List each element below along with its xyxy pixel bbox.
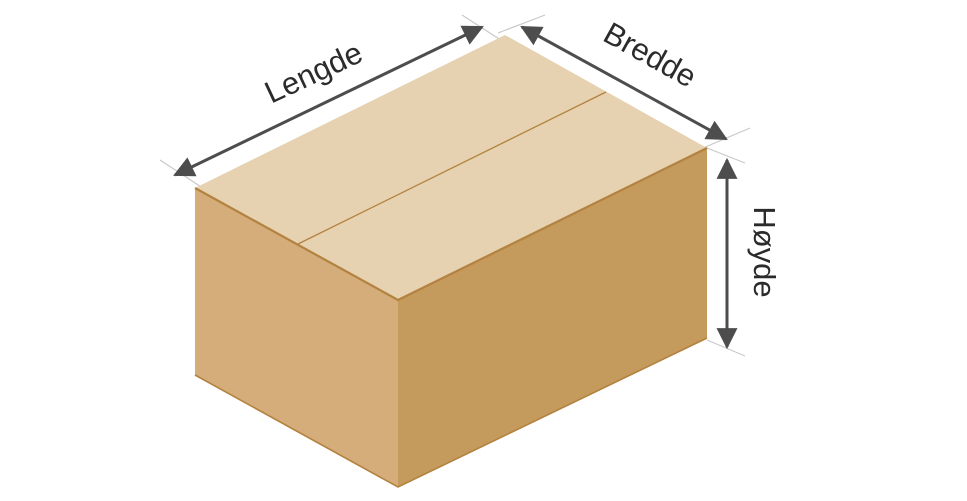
extension-line-height-top xyxy=(706,147,746,164)
length-label: Lengde xyxy=(259,35,368,110)
box-bottom-edge xyxy=(194,337,708,488)
dimension-arrows xyxy=(173,25,738,350)
width-arrow xyxy=(520,25,728,141)
box-top-front-edge xyxy=(194,147,708,302)
width-label: Bredde xyxy=(598,15,702,94)
box-right-face xyxy=(398,148,707,487)
length-arrow xyxy=(173,25,484,177)
height-label: Høyde xyxy=(747,206,782,297)
box-left-face xyxy=(195,188,398,487)
extension-line-width-left xyxy=(497,14,546,34)
